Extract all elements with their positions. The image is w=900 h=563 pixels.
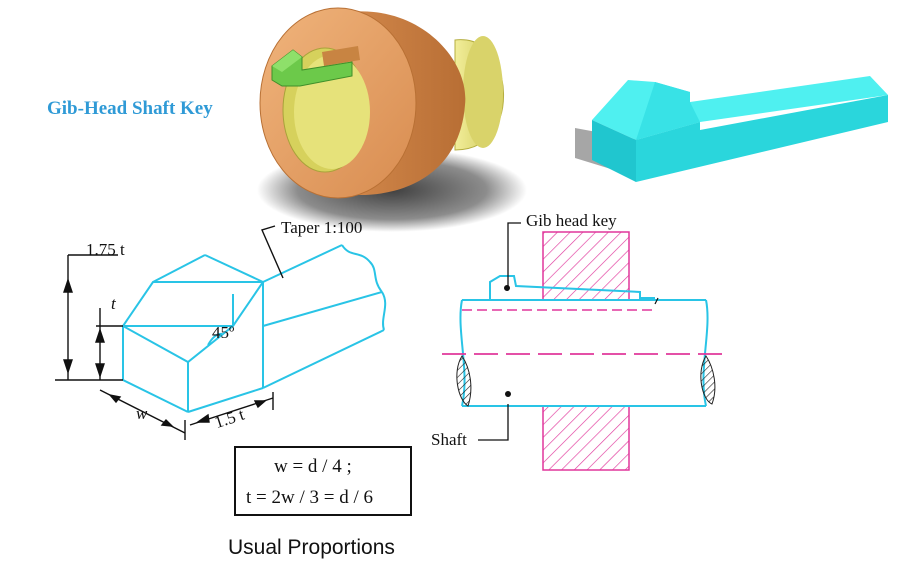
taper-leader	[261, 225, 284, 279]
key-drawing	[122, 244, 387, 413]
key-body-bottom-front	[187, 387, 264, 413]
dim-length-arrow-right	[253, 400, 267, 409]
shaft-leader-dot	[505, 391, 511, 397]
caption: Gib-Head Shaft Key	[47, 98, 213, 119]
key-break-top	[341, 244, 383, 293]
width-dim-label: w	[136, 404, 148, 423]
shaft-right-section	[700, 355, 716, 405]
footer-caption: Usual Proportions	[228, 536, 395, 559]
height-dim-label: 1.75 t	[86, 240, 125, 259]
formula-line-1: w = d / 4 ;	[274, 456, 352, 477]
dimensions	[55, 225, 284, 440]
key-body-bottom	[262, 329, 385, 389]
keyway-slot	[322, 46, 360, 66]
key-head-slope	[636, 82, 700, 140]
key-break-side	[381, 291, 387, 331]
key-bottom-edge	[122, 379, 189, 413]
key-body-top-back	[262, 244, 343, 283]
key-head-top-edge	[204, 254, 264, 283]
formula-line-2: t = 2w / 3 = d / 6	[246, 487, 373, 508]
gib-leader	[507, 222, 521, 288]
shaft-leader	[478, 404, 509, 441]
hub-section-bottom	[542, 405, 630, 471]
dim-length-arrow-left	[195, 413, 210, 423]
dim-w-arrow-right	[160, 418, 174, 427]
key-head-top-outline	[122, 281, 265, 327]
shaft-label: Shaft	[431, 430, 467, 449]
green-key-top	[272, 50, 302, 72]
t-dim-label: t	[111, 294, 116, 313]
shaft-back-face	[463, 36, 503, 148]
dim-t-arrow-up	[95, 327, 105, 343]
shaft-left-section	[456, 355, 472, 407]
dim-arrow-up	[63, 277, 73, 293]
assembly-render	[257, 7, 527, 232]
taper-label: Taper 1:100	[281, 218, 363, 237]
key-body-top-front	[262, 291, 383, 327]
angle-arc	[207, 332, 223, 346]
gib-head-key-label: Gib head key	[526, 211, 617, 230]
taper-mark	[654, 297, 659, 305]
dim-t-arrow-down	[95, 363, 105, 379]
key-head-front	[592, 120, 636, 182]
section-drawing	[442, 222, 722, 471]
key-chamfer	[122, 325, 234, 364]
dim-arrow-down	[63, 359, 73, 375]
gib-leader-dot	[504, 285, 510, 291]
gib-key-outline	[489, 275, 641, 300]
formula-box: w = d / 4 ; t = 2w / 3 = d / 6	[234, 446, 412, 516]
angle-label: 45º	[212, 323, 235, 342]
dim-w-arrow-left	[108, 393, 122, 404]
key-body-side	[636, 95, 888, 182]
key-head-back-edge	[152, 254, 206, 283]
key-render	[575, 76, 888, 182]
